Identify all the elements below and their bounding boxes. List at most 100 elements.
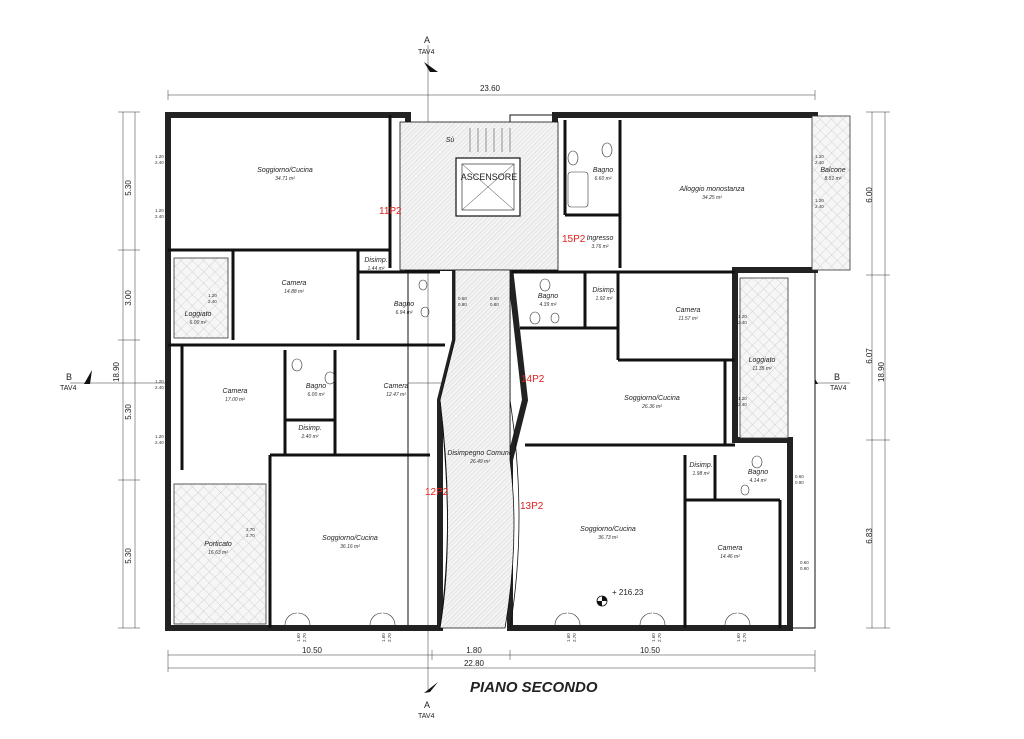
svg-text:0.60: 0.60 — [458, 296, 467, 301]
svg-text:0.80: 0.80 — [490, 302, 499, 307]
room-name-porticato: Porticato — [204, 541, 232, 548]
svg-text:1.20: 1.20 — [155, 208, 164, 213]
room-name-disimp-3: Disimp. — [298, 425, 321, 432]
dim-bottom-middle: 1.80 — [466, 646, 482, 655]
room-area-disimp-4: 1.98 m² — [693, 471, 710, 477]
svg-text:2.40: 2.40 — [208, 299, 217, 304]
loggiato-right — [739, 277, 789, 439]
svg-text:2.70: 2.70 — [742, 633, 747, 642]
room-name-camera-2: Camera — [676, 307, 701, 314]
dim-left-3: 5.30 — [124, 404, 133, 420]
svg-text:2.70: 2.70 — [657, 633, 662, 642]
svg-text:0.60: 0.60 — [800, 560, 809, 565]
room-name-disimp-4: Disimp. — [689, 462, 712, 469]
room-name-loggiato-2: Loggiato — [749, 357, 776, 364]
dim-top-total: 23.60 — [480, 84, 501, 93]
room-name-soggiorno-4: Soggiorno/Cucina — [580, 526, 636, 533]
svg-text:0.80: 0.80 — [458, 302, 467, 307]
bottom-window-sizes: 1.60 2.70 1.60 2.70 1.60 2.70 1.60 2.70 … — [296, 633, 747, 642]
section-left-letter: B — [66, 372, 72, 382]
svg-text:1.60: 1.60 — [566, 633, 571, 642]
balcone-area — [811, 115, 851, 271]
room-area-loggiato-1: 6.00 m² — [190, 320, 207, 326]
svg-text:1.60: 1.60 — [736, 633, 741, 642]
unit-tags: 11P2 15P2 14P2 12P2 13P2 — [379, 206, 586, 512]
svg-text:1.20: 1.20 — [815, 198, 824, 203]
room-name-soggiorno-3: Soggiorno/Cucina — [322, 535, 378, 542]
room-name-disimp-1: Disimp. — [364, 257, 387, 264]
room-name-camera-3: Camera — [223, 388, 248, 395]
svg-text:2.70: 2.70 — [246, 527, 255, 532]
unit-tag-13p2: 13P2 — [520, 501, 544, 512]
svg-text:1.20: 1.20 — [738, 314, 747, 319]
room-name-ingresso: Ingresso — [587, 235, 614, 242]
svg-text:2.40: 2.40 — [738, 320, 747, 325]
room-area-camera-1: 14.88 m² — [284, 289, 304, 295]
room-area-loggiato-2: 11.35 m² — [752, 366, 772, 372]
room-name-balcone: Balcone — [820, 167, 845, 174]
loggiato-left — [173, 257, 229, 339]
room-name-bagno-1: Bagno — [394, 301, 414, 308]
unit-tag-12p2: 12P2 — [425, 487, 449, 498]
room-name-loggiato-1: Loggiato — [185, 311, 212, 318]
room-area-alloggio: 34.25 m² — [702, 195, 722, 201]
dim-bottom-left: 10.50 — [302, 646, 323, 655]
elevation-marker: + 216.23 — [596, 588, 644, 607]
room-area-soggiorno-3: 36.16 m² — [340, 544, 360, 550]
dim-bottom-total: 22.80 — [464, 659, 485, 668]
svg-text:1.60: 1.60 — [651, 633, 656, 642]
room-area-disimp-1: 1.44 m² — [368, 266, 385, 272]
dim-left-total: 18.90 — [112, 361, 121, 382]
room-name-alloggio: Alloggio monostanza — [679, 186, 745, 193]
svg-text:0.90: 0.90 — [800, 566, 809, 571]
svg-text:1.20: 1.20 — [155, 379, 164, 384]
svg-text:0.60: 0.60 — [490, 296, 499, 301]
room-area-soggiorno-4: 36.73 m² — [598, 535, 618, 541]
room-area-camera-2: 11.57 m² — [678, 316, 698, 322]
room-area-bagno-5: 4.14 m² — [750, 478, 767, 484]
svg-text:2.40: 2.40 — [155, 160, 164, 165]
svg-text:2.40: 2.40 — [155, 214, 164, 219]
bottom-windows — [284, 612, 751, 626]
dim-left-4: 5.30 — [124, 548, 133, 564]
svg-text:1.20: 1.20 — [155, 154, 164, 159]
room-area-balcone: 8.51 m² — [825, 176, 842, 182]
svg-text:2.40: 2.40 — [155, 440, 164, 445]
unit-tag-15p2: 15P2 — [562, 234, 586, 245]
porticato-area — [173, 483, 267, 625]
stair-steps — [469, 128, 511, 152]
dim-right-1: 6.00 — [865, 187, 874, 203]
svg-text:1.20: 1.20 — [815, 154, 824, 159]
dim-right-total: 18.90 — [877, 361, 886, 382]
room-name-su: Sù — [446, 137, 455, 144]
svg-text:2.40: 2.40 — [155, 385, 164, 390]
room-name-bagno-4: Bagno — [306, 383, 326, 390]
dim-right-3: 6.83 — [865, 528, 874, 544]
room-area-soggiorno-2: 26.36 m² — [641, 404, 662, 410]
room-area-soggiorno-1: 34.71 m² — [275, 176, 295, 182]
dimension-lines: 23.60 5.30 3.00 5.30 5.30 18.90 6.00 6.0… — [112, 84, 890, 672]
plan-title: PIANO SECONDO — [470, 679, 598, 696]
svg-text:2.70: 2.70 — [302, 633, 307, 642]
svg-text:0.60: 0.60 — [795, 474, 804, 479]
dim-right-2: 6.07 — [865, 348, 874, 364]
room-area-bagno-4: 6.00 m² — [308, 392, 325, 398]
room-area-camera-5: 14.46 m² — [720, 554, 740, 560]
fixtures — [291, 142, 763, 496]
room-area-camera-4: 12.47 m² — [386, 392, 406, 398]
svg-text:2.70: 2.70 — [572, 633, 577, 642]
unit-tag-11p2: 11P2 — [379, 206, 402, 217]
svg-text:2.40: 2.40 — [738, 402, 747, 407]
section-top-sheet: TAV4 — [418, 49, 435, 56]
room-area-disimp-3: 2.40 m² — [301, 434, 319, 440]
section-bottom-letter: A — [424, 700, 430, 710]
room-name-ascensore: ASCENSORE — [461, 172, 518, 182]
room-name-disimp-2: Disimp. — [592, 287, 615, 294]
section-top-letter: A — [424, 35, 430, 45]
room-area-bagno-3: 4.39 m² — [540, 302, 557, 308]
svg-text:1.60: 1.60 — [296, 633, 301, 642]
room-name-camera-4: Camera — [384, 383, 409, 390]
svg-text:2.70: 2.70 — [387, 633, 392, 642]
common-corridor — [439, 269, 515, 629]
svg-text:2.40: 2.40 — [815, 160, 824, 165]
